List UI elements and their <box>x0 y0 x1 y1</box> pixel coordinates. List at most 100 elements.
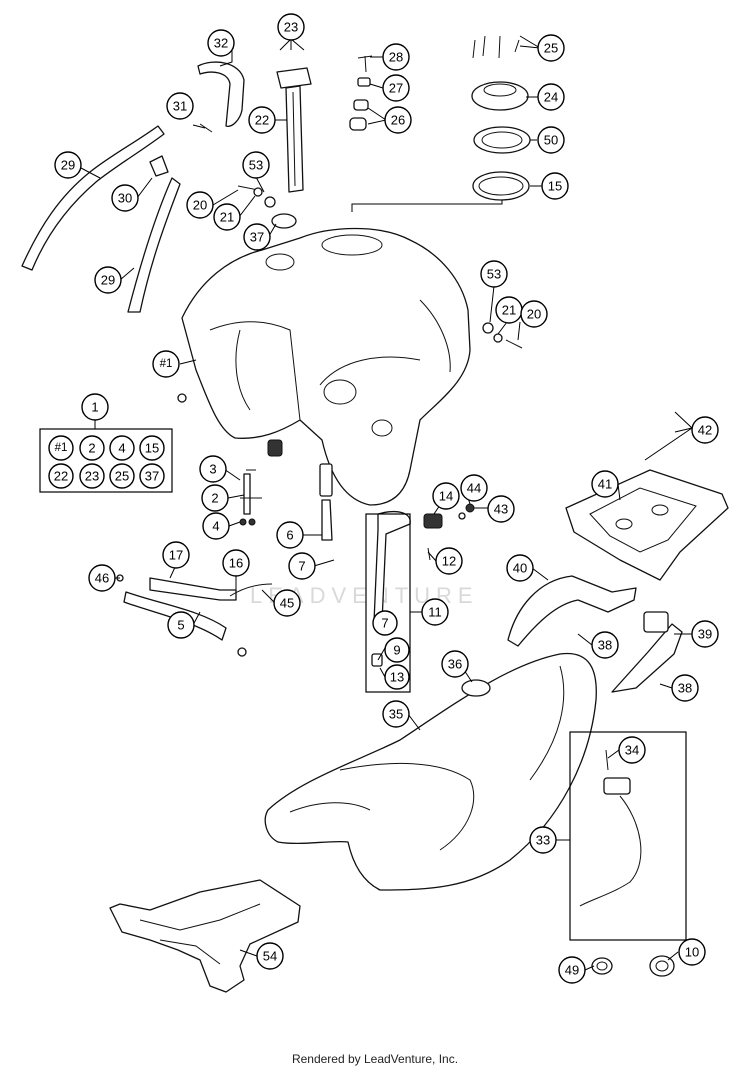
callout: 45 <box>273 589 301 617</box>
callout: 1 <box>81 393 109 421</box>
callout: 40 <box>506 554 534 582</box>
fuel-tap-illustration <box>239 469 262 526</box>
callout: 6 <box>276 521 304 549</box>
cover-illustration <box>109 879 301 993</box>
kit-item: 4 <box>109 435 135 461</box>
kit-item: 37 <box>139 463 165 489</box>
svg-text:10: 10 <box>685 945 699 960</box>
svg-text:35: 35 <box>389 707 403 722</box>
callout: 22 <box>248 106 276 134</box>
seat-lock-group-box <box>569 731 687 941</box>
svg-text:23: 23 <box>85 469 99 484</box>
svg-text:22: 22 <box>54 469 68 484</box>
luggage-rack-illustration <box>565 469 729 581</box>
callout: 43 <box>487 495 515 523</box>
svg-text:50: 50 <box>544 133 558 148</box>
kit-item: 22 <box>48 463 74 489</box>
svg-text:3: 3 <box>209 462 216 477</box>
callout: 13 <box>384 664 410 690</box>
svg-text:53: 53 <box>487 267 501 282</box>
grab-handle-illustration <box>507 575 683 693</box>
svg-text:25: 25 <box>115 469 129 484</box>
svg-text:22: 22 <box>255 113 269 128</box>
callout: 20 <box>186 191 214 219</box>
svg-text:44: 44 <box>467 481 481 496</box>
svg-text:29: 29 <box>101 273 115 288</box>
callout: 38 <box>671 674 699 702</box>
svg-text:4: 4 <box>212 519 219 534</box>
seat-illustration <box>264 652 597 891</box>
svg-text:39: 39 <box>698 627 712 642</box>
svg-text:31: 31 <box>173 99 187 114</box>
filler-cap-illustration <box>471 35 531 201</box>
kit-item: 15 <box>139 435 165 461</box>
svg-text:11: 11 <box>428 605 442 620</box>
callout: 26 <box>384 106 412 134</box>
svg-text:40: 40 <box>513 561 527 576</box>
kit-contents-grid: #1 2 4 15 22 23 25 37 <box>48 435 165 489</box>
callout: 53 <box>480 260 508 288</box>
callout: 39 <box>691 620 719 648</box>
svg-text:7: 7 <box>298 559 305 574</box>
callout: 20 <box>520 300 548 328</box>
kit-item: 25 <box>109 463 135 489</box>
callout: 33 <box>529 826 557 854</box>
svg-text:37: 37 <box>250 230 264 245</box>
svg-text:7: 7 <box>381 616 388 631</box>
footer-credit: Rendered by LeadVenture, Inc. <box>291 1052 459 1066</box>
svg-text:43: 43 <box>494 502 508 517</box>
callout: 32 <box>207 29 235 57</box>
hoses-illustration <box>21 61 245 313</box>
callout: 41 <box>591 470 619 498</box>
svg-text:15: 15 <box>548 179 562 194</box>
svg-text:42: 42 <box>698 423 712 438</box>
seat-lock-cable-illustration <box>579 749 642 907</box>
callout: 30 <box>111 184 139 212</box>
callout: 10 <box>678 938 706 966</box>
callout: 36 <box>441 650 469 678</box>
svg-text:16: 16 <box>229 556 243 571</box>
kit-item: #1 <box>48 435 74 461</box>
svg-text:30: 30 <box>118 191 132 206</box>
callout: 49 <box>558 956 586 984</box>
callout: 25 <box>537 34 565 62</box>
kit-item: 23 <box>79 463 105 489</box>
callout: 28 <box>382 43 410 71</box>
callout: 54 <box>256 942 284 970</box>
callout: 34 <box>618 736 646 764</box>
callout: 38 <box>591 631 619 659</box>
fuel-line-6-illustration <box>319 463 333 541</box>
callout: 15 <box>541 172 569 200</box>
callout: 7 <box>288 552 316 580</box>
svg-text:45: 45 <box>280 596 294 611</box>
svg-text:49: 49 <box>565 963 579 978</box>
callout: 42 <box>691 416 719 444</box>
hose-17-illustration <box>116 574 273 657</box>
svg-text:38: 38 <box>598 638 612 653</box>
svg-text:38: 38 <box>678 681 692 696</box>
svg-text:2: 2 <box>88 441 95 456</box>
svg-text:46: 46 <box>95 571 109 586</box>
callout: 5 <box>167 611 195 639</box>
svg-text:23: 23 <box>284 20 298 35</box>
callout: 23 <box>277 13 305 41</box>
callout: 27 <box>382 74 410 102</box>
svg-text:17: 17 <box>169 548 183 563</box>
callout: 4 <box>202 512 230 540</box>
svg-text:5: 5 <box>177 618 184 633</box>
svg-text:21: 21 <box>220 210 234 225</box>
svg-text:54: 54 <box>263 949 277 964</box>
callout: 16 <box>222 549 250 577</box>
callout: 29 <box>94 266 122 294</box>
callout: 50 <box>537 126 565 154</box>
callout: 24 <box>537 83 565 111</box>
svg-text:4: 4 <box>118 441 125 456</box>
kit-item: 2 <box>79 435 105 461</box>
svg-text:1: 1 <box>91 400 98 415</box>
callout: 7 <box>372 610 398 636</box>
svg-text:20: 20 <box>193 198 207 213</box>
svg-text:13: 13 <box>390 670 404 685</box>
svg-text:#1: #1 <box>55 442 68 454</box>
svg-text:6: 6 <box>286 528 293 543</box>
